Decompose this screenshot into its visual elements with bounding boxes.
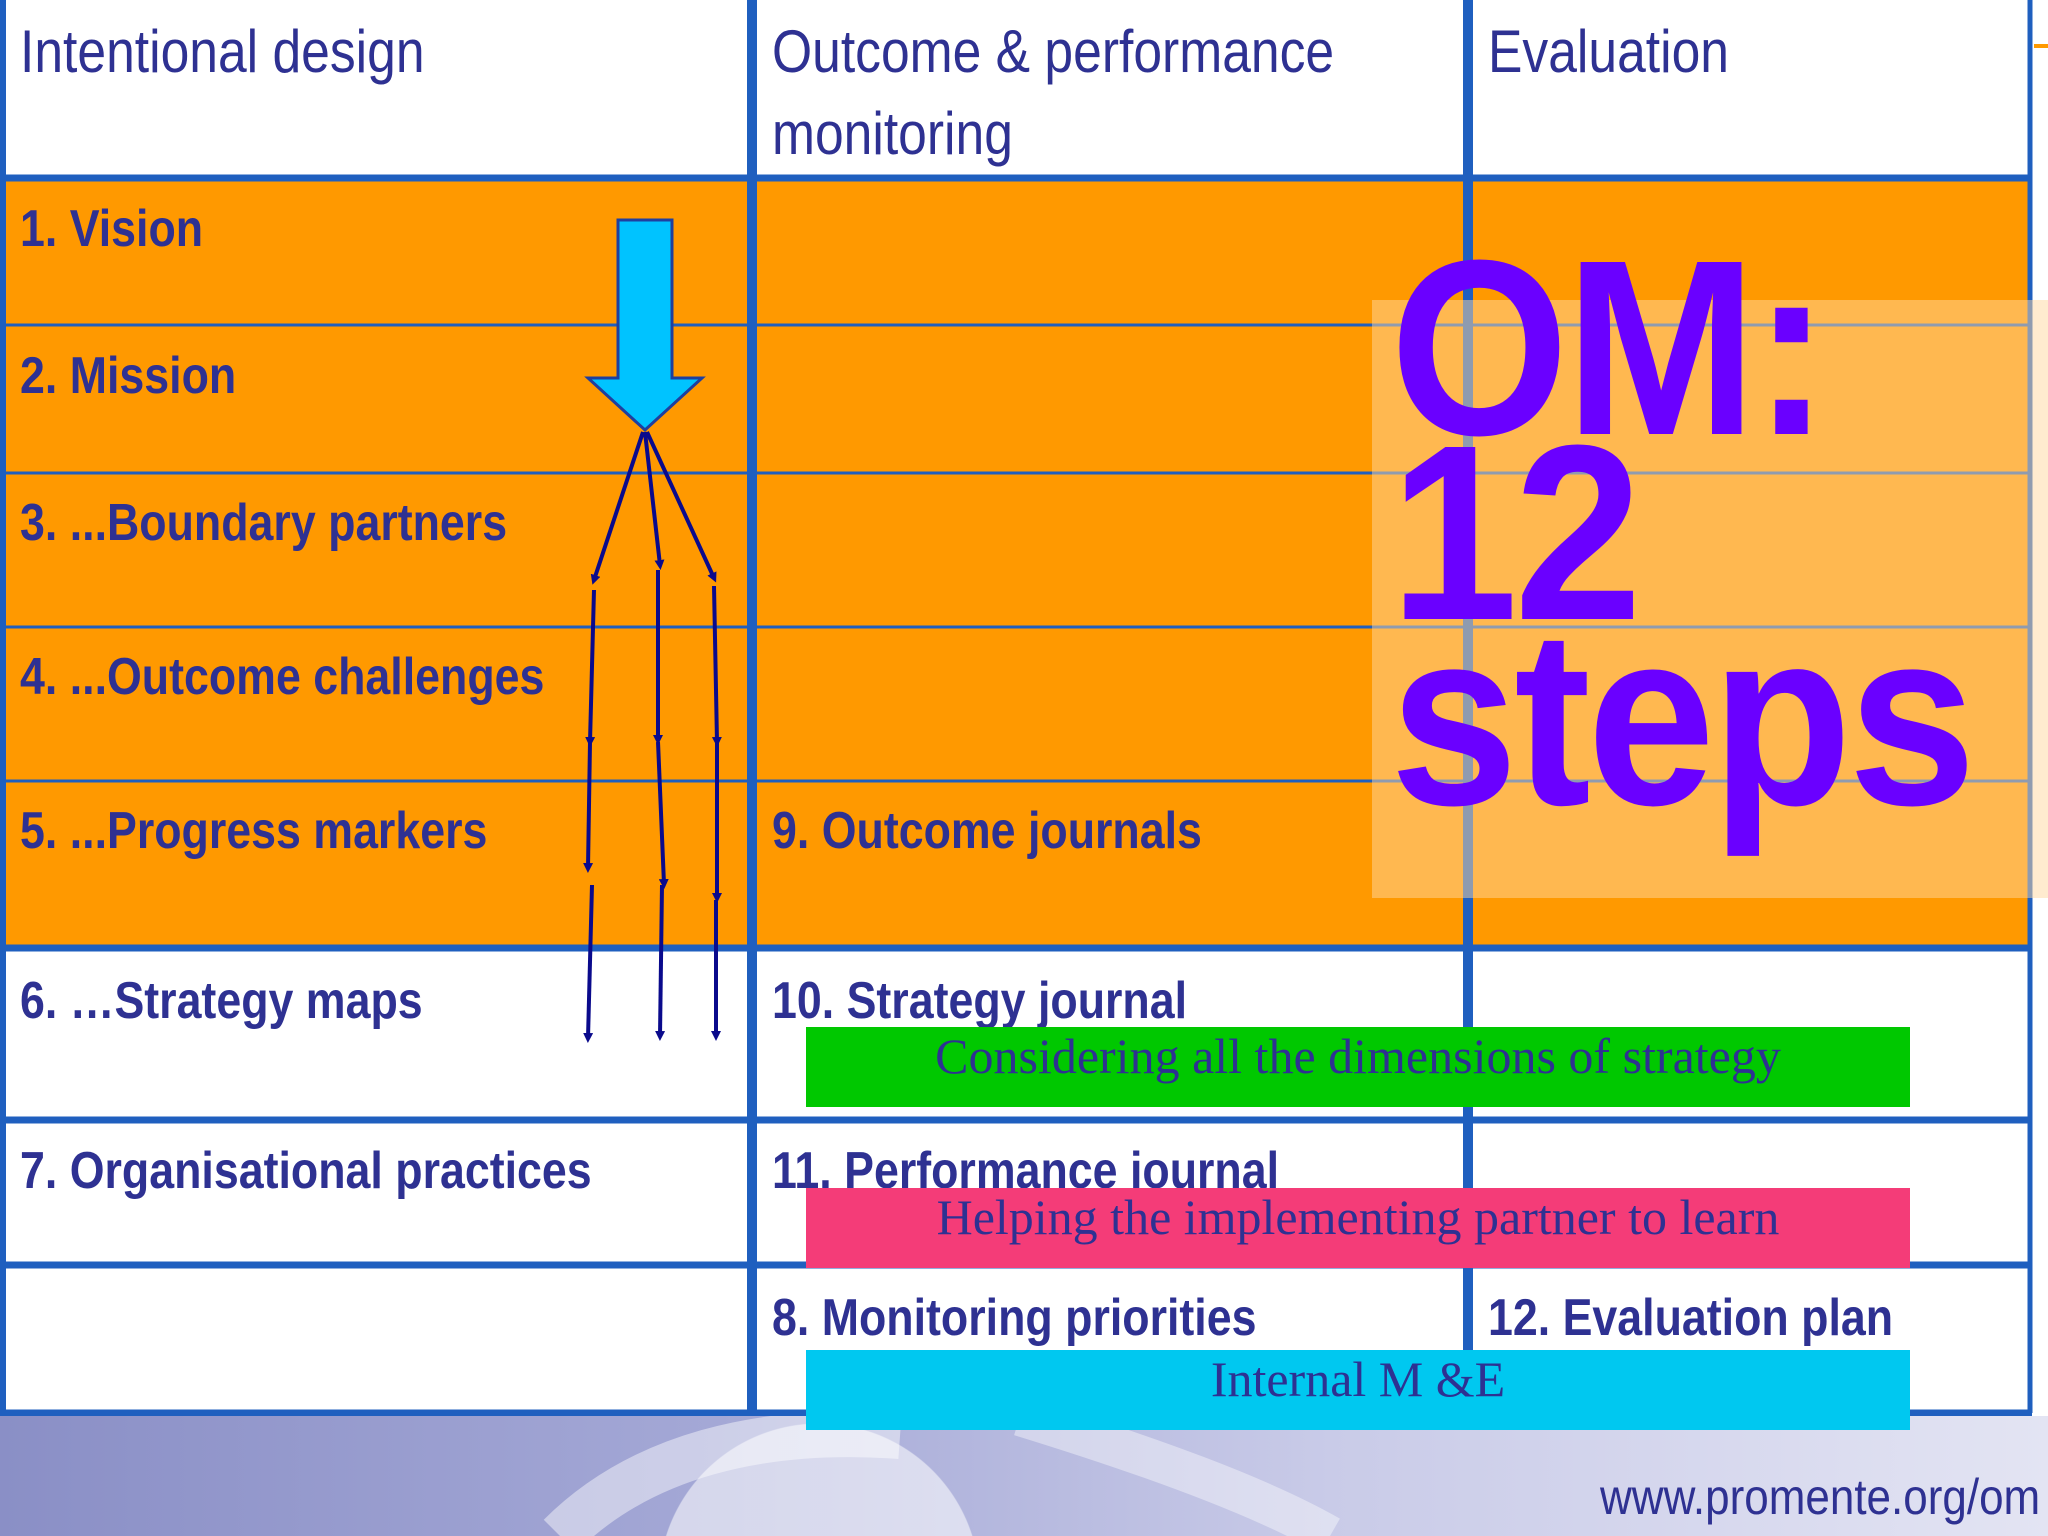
overlay-title: OM: 12 steps bbox=[1390, 208, 1976, 857]
branch-arrow-middle bbox=[643, 431, 665, 570]
branch-arrow-right bbox=[645, 431, 717, 583]
arrow-left-seg2 bbox=[583, 741, 594, 873]
arrow-middle-seg3 bbox=[655, 884, 666, 1041]
header-evaluation: Evaluation bbox=[1488, 18, 1729, 85]
branch-arrow-left bbox=[590, 431, 645, 585]
step-8-monitoring-priorities: 8. Monitoring priorities bbox=[772, 1289, 1257, 1347]
step-3-boundary-partners: 3. ...Boundary partners bbox=[20, 494, 508, 552]
arrow-middle-seg2 bbox=[656, 741, 669, 889]
header-outcome-monitoring-line1: Outcome & performance bbox=[772, 18, 1335, 85]
arrow-left-seg1 bbox=[585, 589, 596, 747]
footer-swoosh-decoration bbox=[543, 1416, 1340, 1536]
edge-mark bbox=[2034, 44, 2048, 48]
header-outcome-monitoring-line2: monitoring bbox=[772, 100, 1013, 167]
step-9-outcome-journals: 9. Outcome journals bbox=[772, 802, 1202, 860]
footer-band bbox=[0, 1416, 2048, 1536]
overlay-panel bbox=[1372, 300, 2048, 898]
banner-priorities: Internal M &E bbox=[806, 1350, 1910, 1430]
banner-priorities-text: Internal M &E bbox=[1210, 1351, 1506, 1407]
cyan-down-arrow bbox=[584, 218, 706, 433]
step-6-strategy-maps: 6. …Strategy maps bbox=[20, 972, 423, 1030]
step-5-progress-markers: 5. ...Progress markers bbox=[20, 802, 488, 860]
header-intentional-design: Intentional design bbox=[20, 18, 425, 85]
step-12-evaluation-plan: 12. Evaluation plan bbox=[1488, 1289, 1894, 1347]
step-7-organisational-practices: 7. Organisational practices bbox=[20, 1142, 592, 1200]
banner-performance: Helping the implementing partner to lear… bbox=[806, 1188, 1910, 1268]
arrow-right-seg1 bbox=[711, 585, 722, 747]
step-4-outcome-challenges: 4. ...Outcome challenges bbox=[20, 648, 545, 706]
website-url: www.promente.org/om bbox=[1599, 1469, 2040, 1525]
step-1-vision: 1. Vision bbox=[20, 200, 204, 258]
banner-performance-text: Helping the implementing partner to lear… bbox=[936, 1189, 1780, 1245]
arrow-left-seg3 bbox=[583, 884, 594, 1043]
step-2-mission: 2. Mission bbox=[20, 347, 237, 405]
banner-strategy-text: Considering all the dimensions of strate… bbox=[935, 1028, 1781, 1084]
progress-arrows bbox=[583, 431, 722, 1043]
banner-strategy: Considering all the dimensions of strate… bbox=[806, 1027, 1910, 1107]
step-10-strategy-journal: 10. Strategy journal bbox=[772, 972, 1188, 1030]
